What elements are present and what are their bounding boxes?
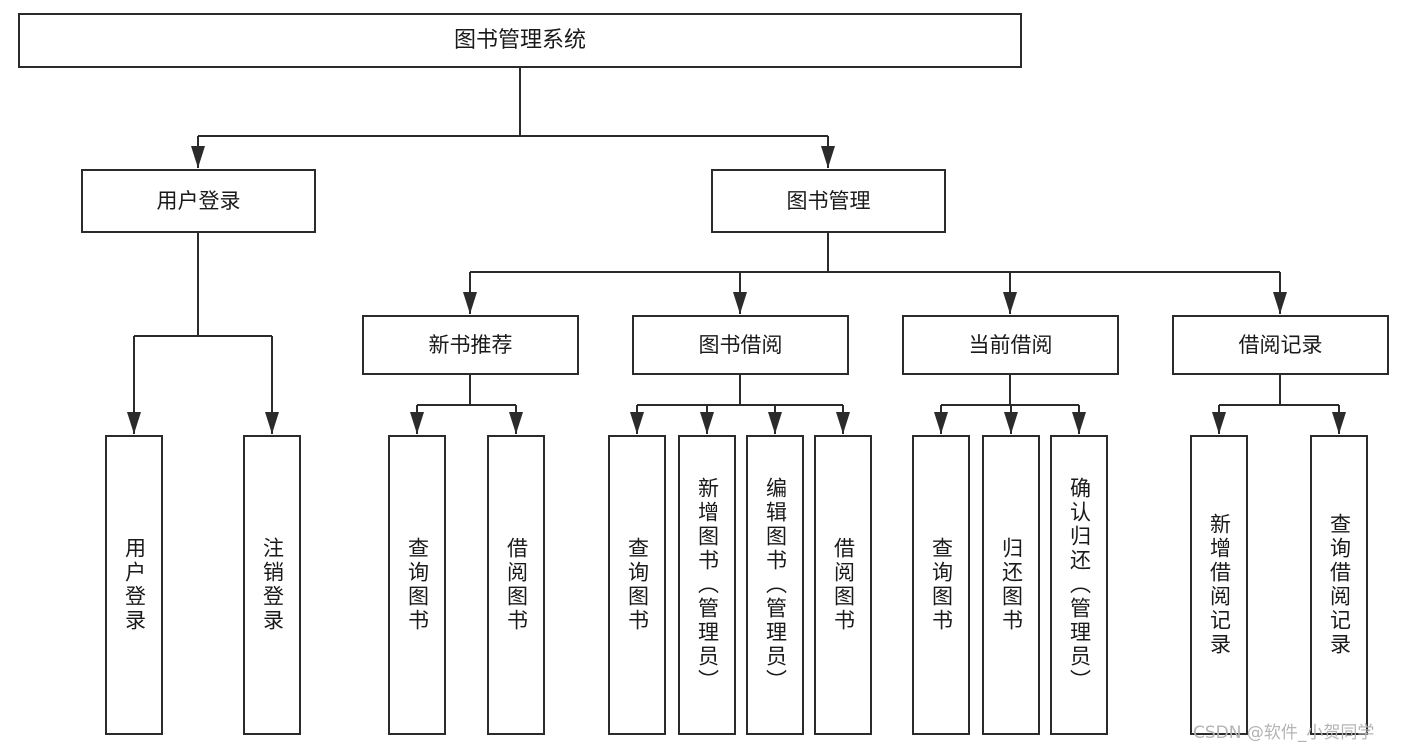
node-leaf-注销登录-1: 注销登录 (243, 435, 301, 735)
connector-arrowhead (509, 412, 523, 434)
connector-arrowhead (700, 412, 714, 434)
node-label: 新书推荐 (428, 332, 513, 357)
watermark: CSDN @软件_小贺同学 (1193, 723, 1375, 743)
node-label: 当前借阅 (968, 332, 1053, 357)
node-label: 用户登录 (156, 188, 241, 213)
node-label: 查询图书 (929, 537, 954, 633)
connector-arrowhead (768, 412, 782, 434)
node-leaf-归还图书-9: 归还图书 (982, 435, 1040, 735)
node-l2-图书管理-1: 图书管理 (711, 169, 946, 233)
node-label: 查询图书 (625, 537, 650, 633)
node-label: 归还图书 (999, 537, 1024, 633)
node-label: 新增图书（管理员） (695, 477, 720, 693)
node-leaf-新增借阅记录-11: 新增借阅记录 (1190, 435, 1248, 735)
node-leaf-用户登录-0: 用户登录 (105, 435, 163, 735)
node-l2-用户登录-0: 用户登录 (81, 169, 316, 233)
node-leaf-借阅图书-7: 借阅图书 (814, 435, 872, 735)
node-label: 编辑图书（管理员） (763, 477, 788, 693)
node-label: 借阅图书 (831, 537, 856, 633)
node-l3-新书推荐-0: 新书推荐 (362, 315, 579, 375)
node-label: 确认归还（管理员） (1067, 477, 1092, 693)
node-leaf-查询图书-2: 查询图书 (388, 435, 446, 735)
connector-arrowhead (1273, 292, 1287, 314)
node-leaf-查询借阅记录-12: 查询借阅记录 (1310, 435, 1368, 735)
node-label: 借阅图书 (504, 537, 529, 633)
connector-arrowhead (410, 412, 424, 434)
node-label: 借阅记录 (1238, 332, 1323, 357)
connector-arrowhead (1332, 412, 1346, 434)
connector-arrowhead (191, 146, 205, 168)
connector-arrowhead (630, 412, 644, 434)
connector-arrowhead (265, 412, 279, 434)
connector-arrowhead (127, 412, 141, 434)
node-leaf-查询图书-8: 查询图书 (912, 435, 970, 735)
node-l3-图书借阅-1: 图书借阅 (632, 315, 849, 375)
node-l3-当前借阅-2: 当前借阅 (902, 315, 1119, 375)
node-label: 查询图书 (405, 537, 430, 633)
node-label: 用户登录 (122, 537, 147, 633)
node-leaf-确认归还管理员-10: 确认归还（管理员） (1050, 435, 1108, 735)
connector-arrowhead (1212, 412, 1226, 434)
node-label: 图书借阅 (698, 332, 783, 357)
node-leaf-新增图书管理员-5: 新增图书（管理员） (678, 435, 736, 735)
node-leaf-编辑图书管理员-6: 编辑图书（管理员） (746, 435, 804, 735)
connector-arrowhead (934, 412, 948, 434)
node-label: 图书管理系统 (453, 27, 586, 53)
node-label: 新增借阅记录 (1207, 513, 1232, 657)
connector-arrowhead (1004, 412, 1018, 434)
node-leaf-借阅图书-3: 借阅图书 (487, 435, 545, 735)
node-root-图书管理系统: 图书管理系统 (18, 13, 1022, 68)
connector-arrowhead (1003, 292, 1017, 314)
connector-arrowhead (836, 412, 850, 434)
node-label: 查询借阅记录 (1327, 513, 1352, 657)
connector-arrowhead (463, 292, 477, 314)
connector-arrowhead (821, 146, 835, 168)
node-label: 图书管理 (786, 188, 871, 213)
node-leaf-查询图书-4: 查询图书 (608, 435, 666, 735)
node-label: 注销登录 (260, 537, 285, 633)
connector-arrowhead (1072, 412, 1086, 434)
connector-arrowhead (733, 292, 747, 314)
node-l3-借阅记录-3: 借阅记录 (1172, 315, 1389, 375)
